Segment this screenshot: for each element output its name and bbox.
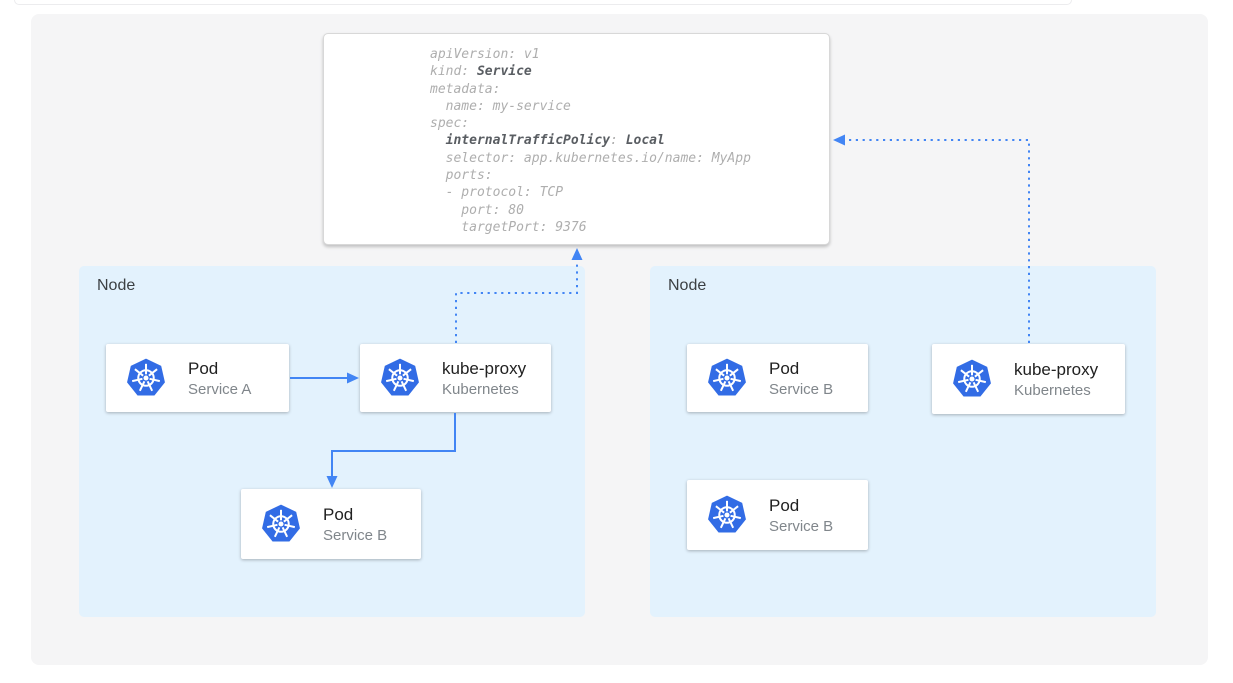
card-subtitle: Kubernetes bbox=[1014, 381, 1091, 399]
card-title: Pod bbox=[769, 358, 800, 378]
pod-service-a-card: Pod Service A bbox=[106, 344, 289, 412]
kube-proxy-card-left: kube-proxy Kubernetes bbox=[360, 344, 551, 412]
kubernetes-logo-icon bbox=[708, 495, 746, 533]
card-title: Pod bbox=[188, 358, 219, 378]
card-title: kube-proxy bbox=[1014, 359, 1099, 379]
code-line: kind: Service bbox=[430, 64, 532, 80]
node-box-right: Node bbox=[650, 266, 1156, 617]
kubernetes-logo-icon bbox=[381, 358, 419, 396]
pod-service-b-card-left: Pod Service B bbox=[241, 489, 421, 559]
kubernetes-logo-icon bbox=[708, 358, 746, 396]
kubernetes-logo-icon bbox=[262, 504, 300, 542]
code-line: name: my-service bbox=[430, 98, 571, 114]
code-line: internalTrafficPolicy: Local bbox=[445, 133, 665, 149]
kubernetes-logo-icon bbox=[127, 358, 165, 396]
pod-service-b-card-right-bottom: Pod Service B bbox=[687, 480, 868, 550]
card-title: Pod bbox=[323, 504, 354, 524]
top-divider-line bbox=[14, 0, 1072, 5]
node-box-left: Node bbox=[79, 266, 585, 617]
code-line: - protocol: TCP bbox=[430, 185, 564, 201]
code-line: metadata: bbox=[430, 81, 501, 97]
diagram-panel: apiVersion: v1 kind: Service metadata: n… bbox=[31, 14, 1208, 665]
code-line: selector: app.kubernetes.io/name: MyApp bbox=[430, 150, 751, 166]
node-label: Node bbox=[97, 277, 136, 294]
card-subtitle: Service B bbox=[769, 517, 834, 535]
card-subtitle: Kubernetes bbox=[442, 380, 519, 398]
card-title: kube-proxy bbox=[442, 358, 527, 378]
service-manifest-box: apiVersion: v1 kind: Service metadata: n… bbox=[323, 33, 830, 245]
card-title: Pod bbox=[769, 495, 800, 515]
card-subtitle: Service A bbox=[188, 380, 252, 398]
card-subtitle: Service B bbox=[769, 380, 834, 398]
code-line: spec: bbox=[430, 116, 470, 132]
code-line: targetPort: 9376 bbox=[430, 219, 587, 235]
card-subtitle: Service B bbox=[323, 526, 388, 544]
kube-proxy-card-right: kube-proxy Kubernetes bbox=[932, 344, 1125, 414]
code-line: ports: bbox=[430, 168, 493, 184]
kubernetes-logo-icon bbox=[953, 359, 991, 397]
pod-service-b-card-right-top: Pod Service B bbox=[687, 344, 868, 412]
code-line: apiVersion: v1 bbox=[430, 47, 540, 62]
node-label: Node bbox=[668, 277, 707, 294]
code-line: port: 80 bbox=[430, 202, 524, 218]
